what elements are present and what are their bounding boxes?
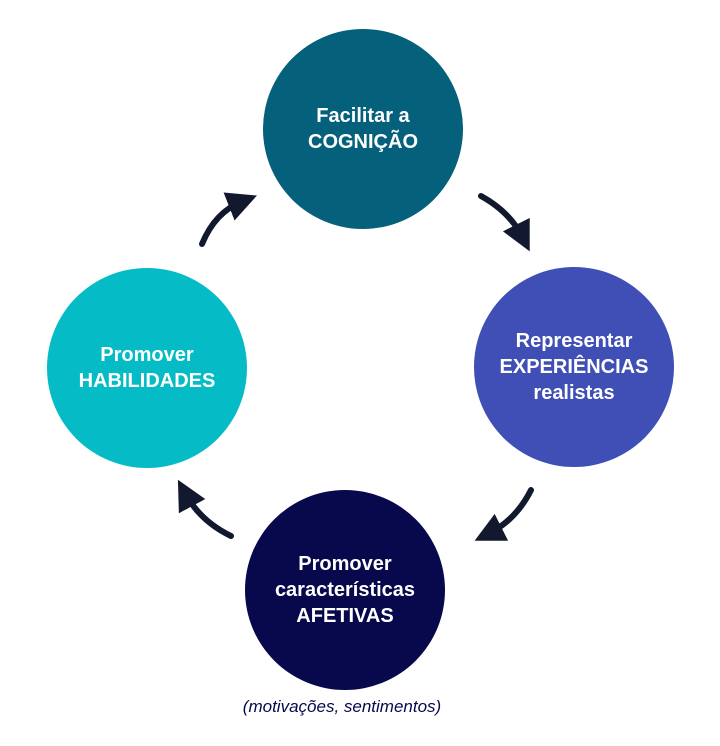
node-representar-experiencias: Representar EXPERIÊNCIAS realistas (474, 267, 674, 467)
node-promover-afetivas: Promover características AFETIVAS (245, 490, 445, 690)
node-left-label: Promover HABILIDADES (78, 344, 216, 392)
node-top-label: Facilitar a COGNIÇÃO (308, 105, 418, 153)
caption-motivacoes: (motivações, sentimentos) (242, 697, 442, 716)
node-bottom-label: Promover características AFETIVAS (274, 553, 416, 627)
node-right-label: Representar EXPERIÊNCIAS realistas (499, 330, 649, 404)
node-promover-habilidades: Promover HABILIDADES (47, 268, 247, 468)
arrow-right-to-bottom (474, 487, 534, 541)
arrow-top-to-right (478, 193, 530, 252)
node-facilitar-cognicao: Facilitar a COGNIÇÃO (263, 29, 463, 229)
arrow-left-to-top (199, 192, 257, 247)
arrow-bottom-to-left (177, 479, 234, 539)
